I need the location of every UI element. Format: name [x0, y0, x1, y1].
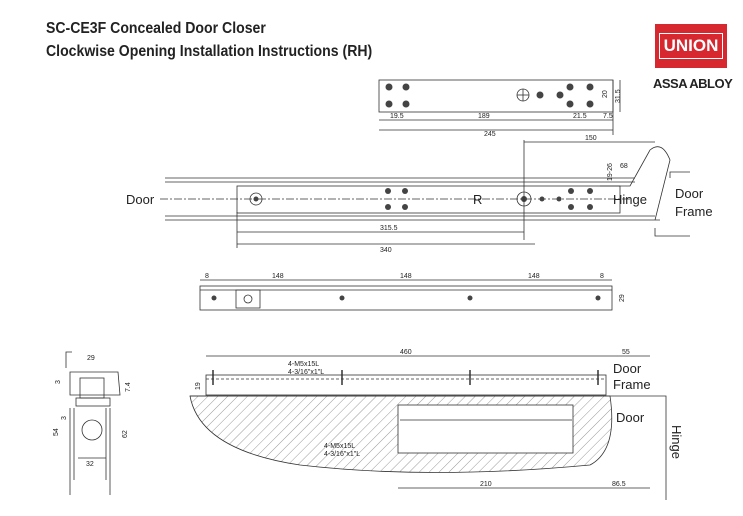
union-logo: UNION — [655, 24, 727, 68]
dimension-label: 340 — [380, 247, 392, 254]
dimension-label: 148 — [400, 273, 412, 280]
dimension-label: Door — [613, 361, 642, 376]
dimension-label: 3 — [61, 416, 68, 420]
dimension-label: 68 — [620, 163, 628, 170]
hinge-label: Hinge — [613, 192, 647, 207]
dimension-label: 7.5 — [603, 113, 613, 120]
dimension-label: 19 — [195, 382, 202, 390]
dimension-label: 54 — [53, 428, 60, 436]
dimension-label: 62 — [122, 430, 129, 438]
dimension-label: 8 — [205, 273, 209, 280]
dimension-label: 29 — [87, 355, 95, 362]
dimension-label: 189 — [478, 113, 490, 120]
elevation-view-drawing: 460 55 19 210 86.5 4-M5x15L 4-3/16"x1"L … — [189, 349, 684, 500]
dimension-label: 8 — [600, 273, 604, 280]
dimension-label: 21.5 — [573, 113, 587, 120]
section-view-drawing: 29 3 7.4 3 54 62 32 — [53, 351, 132, 495]
dimension-label: 4-M5x15L — [288, 361, 319, 368]
dimension-label: 148 — [528, 273, 540, 280]
dimension-label: 148 — [272, 273, 284, 280]
dimension-label: 29 — [619, 294, 626, 302]
dimension-label: Door — [616, 410, 645, 425]
dimension-label: 4-3/16"x1"L — [288, 369, 324, 376]
dimension-label: 19.5 — [390, 113, 404, 120]
title-line-2: Clockwise Opening Installation Instructi… — [46, 43, 373, 60]
dimension-label: 19-26 — [607, 163, 614, 181]
dimension-label: 150 — [585, 135, 597, 142]
title-line-1: SC-CE3F Concealed Door Closer — [46, 20, 266, 37]
assa-abloy-brand: ASSA ABLOY — [653, 76, 733, 91]
dimension-label: Hinge — [669, 425, 684, 459]
top-plate-drawing: 19.5 189 21.5 7.5 245 20 31.5 — [378, 79, 622, 138]
dimension-label: R — [473, 192, 482, 207]
dimension-label: Door — [675, 186, 704, 201]
dimension-label: 4-M5x15L — [324, 443, 355, 450]
dimension-label: 3 — [55, 380, 62, 384]
dimension-label: 32 — [86, 461, 94, 468]
plan-view-drawing: Door R Hinge Door Frame 150 68 19-26 315… — [126, 135, 713, 254]
dimension-label: 4-3/16"x1"L — [324, 451, 360, 458]
dimension-label: 315.5 — [380, 225, 398, 232]
dimension-label: Frame — [675, 204, 713, 219]
dimension-label: 20 — [602, 90, 609, 98]
door-label: Door — [126, 192, 155, 207]
dimension-label: 210 — [480, 481, 492, 488]
dimension-label: Frame — [613, 377, 651, 392]
dimension-label: 31.5 — [615, 89, 622, 103]
dimension-label: 7.4 — [125, 382, 132, 392]
dimension-label: 245 — [484, 131, 496, 138]
dimension-label: 55 — [622, 349, 630, 356]
dimension-label: 460 — [400, 349, 412, 356]
dimension-label: 86.5 — [612, 481, 626, 488]
rail-view-drawing: 8 148 148 148 8 29 — [199, 273, 626, 311]
